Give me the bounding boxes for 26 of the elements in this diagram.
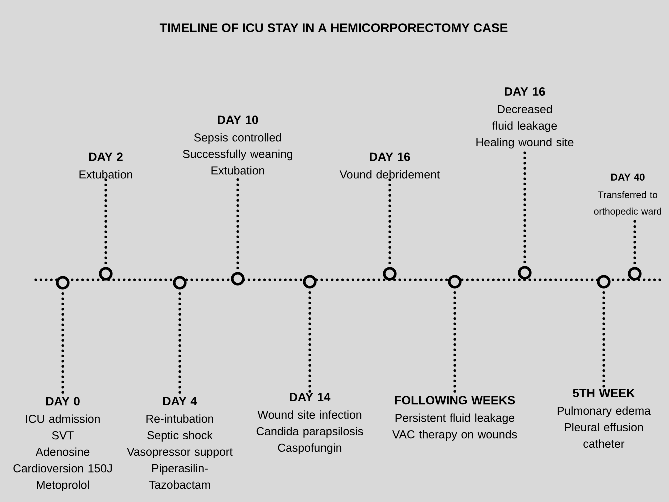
timeline-marker bbox=[173, 276, 187, 290]
event-text: DAY 16 Decreased fluid leakage Healing wound site bbox=[476, 88, 574, 149]
leader-line bbox=[104, 178, 108, 264]
timeline-marker bbox=[448, 275, 462, 289]
timeline-marker bbox=[99, 267, 113, 281]
event-text: DAY 0 ICU admission SVT Adenosine Cardioversion 150J Metoprolol bbox=[14, 397, 112, 492]
timeline-marker bbox=[231, 272, 245, 286]
title: TIMELINE OF ICU STAY IN A HEMICORPORECTOMY CASE bbox=[160, 24, 508, 32]
event-text: DAY 2 Extubation bbox=[80, 152, 132, 179]
event-text: DAY 4 Re-intubation Septic shock Vasopressor support Piperasilin-Tazobactam bbox=[127, 397, 233, 490]
event-text: DAY 14 Wound site infection Candida parapsilosis Caspofungin bbox=[256, 393, 364, 454]
leader-line bbox=[524, 148, 526, 264]
leader-line bbox=[388, 178, 392, 264]
event-text: DAY 10 Sepsis controlled Successfully weaning Extubation bbox=[183, 116, 293, 175]
event-text: 5TH WEEK Pulmonary edema Pleural effusion catheter bbox=[558, 389, 651, 448]
event-text: DAY 40 Transferred to orthopedic ward bbox=[594, 174, 662, 217]
event-text: DAY 16 Vound debridement bbox=[340, 152, 440, 179]
event-text: FOLLOWING WEEKS Persistent fluid leakage VAC therapy on wounds bbox=[392, 396, 518, 441]
timeline-marker bbox=[628, 267, 642, 281]
leader-line bbox=[308, 292, 312, 394]
timeline-marker bbox=[383, 267, 397, 281]
leader-line bbox=[602, 292, 606, 390]
timeline-marker bbox=[518, 266, 532, 280]
timeline-marker bbox=[56, 276, 70, 290]
timeline-marker bbox=[597, 275, 611, 289]
timeline-marker bbox=[303, 275, 317, 289]
